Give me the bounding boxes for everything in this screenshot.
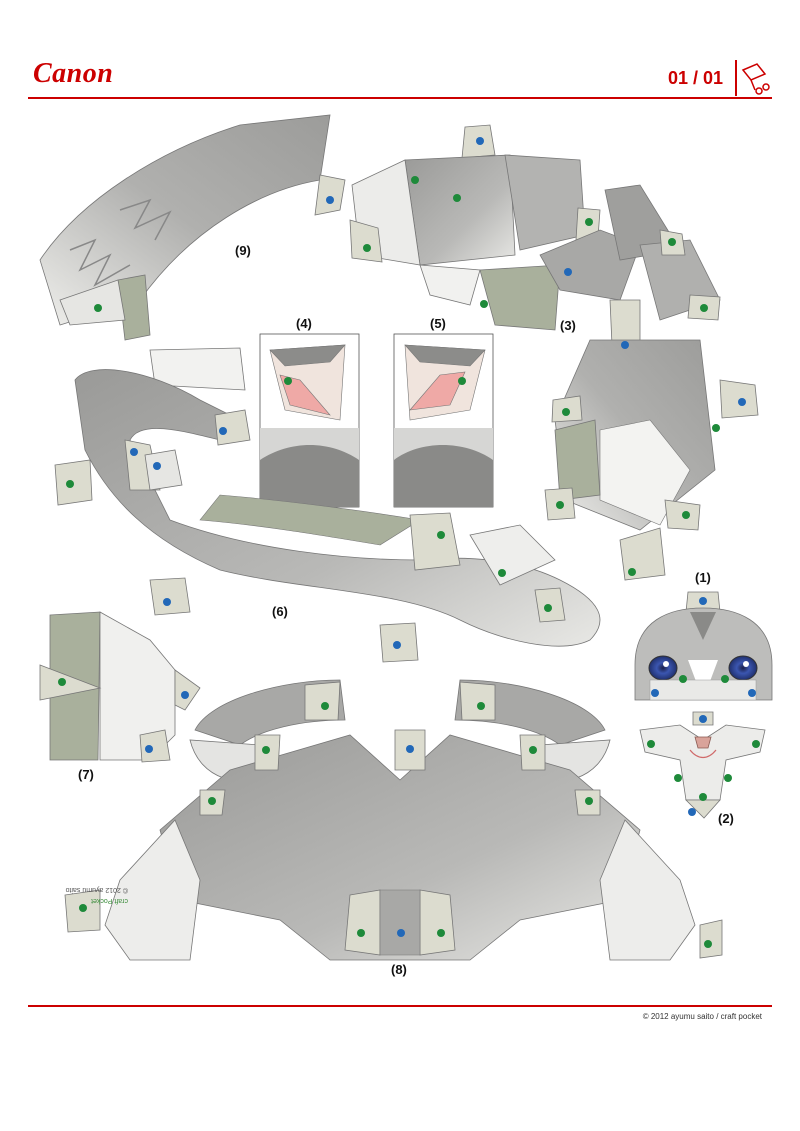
- part-label-3: (3): [560, 318, 576, 333]
- part-5-ear: [393, 333, 494, 508]
- part-9-tail: [39, 114, 346, 341]
- part-label-2: (2): [718, 811, 734, 826]
- part-7-chest: [39, 611, 201, 763]
- part-8-legs: [64, 679, 723, 961]
- part-4-ear: [259, 333, 360, 508]
- page-number: 01 / 01: [668, 68, 724, 88]
- part-label-7: (7): [78, 767, 94, 782]
- glue-dot-markers: [58, 137, 760, 948]
- part-1-face: [634, 591, 773, 701]
- part-label-9: (9): [235, 243, 251, 258]
- part-label-8: (8): [391, 962, 407, 977]
- canon-logo: Canon: [33, 58, 114, 89]
- scissors-cut-icon: [735, 60, 770, 96]
- watermark-brand: craft Pocket: [91, 897, 128, 904]
- part-label-5: (5): [430, 316, 446, 331]
- part-label-6: (6): [272, 604, 288, 619]
- part-label-4: (4): [296, 316, 312, 331]
- part-8-watermark: © 2012 ayumu saito craft Pocket: [66, 886, 128, 904]
- watermark-copyright: © 2012 ayumu saito: [66, 886, 128, 894]
- part-3-body-lower: [544, 339, 759, 581]
- part-6-back: [54, 347, 601, 663]
- part-label-1: (1): [695, 570, 711, 585]
- part-3-body: [349, 124, 721, 351]
- header-rule: [28, 97, 772, 99]
- footer-rule: [28, 1005, 772, 1007]
- footer-copyright: © 2012 ayumu saito / craft pocket: [642, 1012, 762, 1021]
- part-2-muzzle: [639, 711, 766, 819]
